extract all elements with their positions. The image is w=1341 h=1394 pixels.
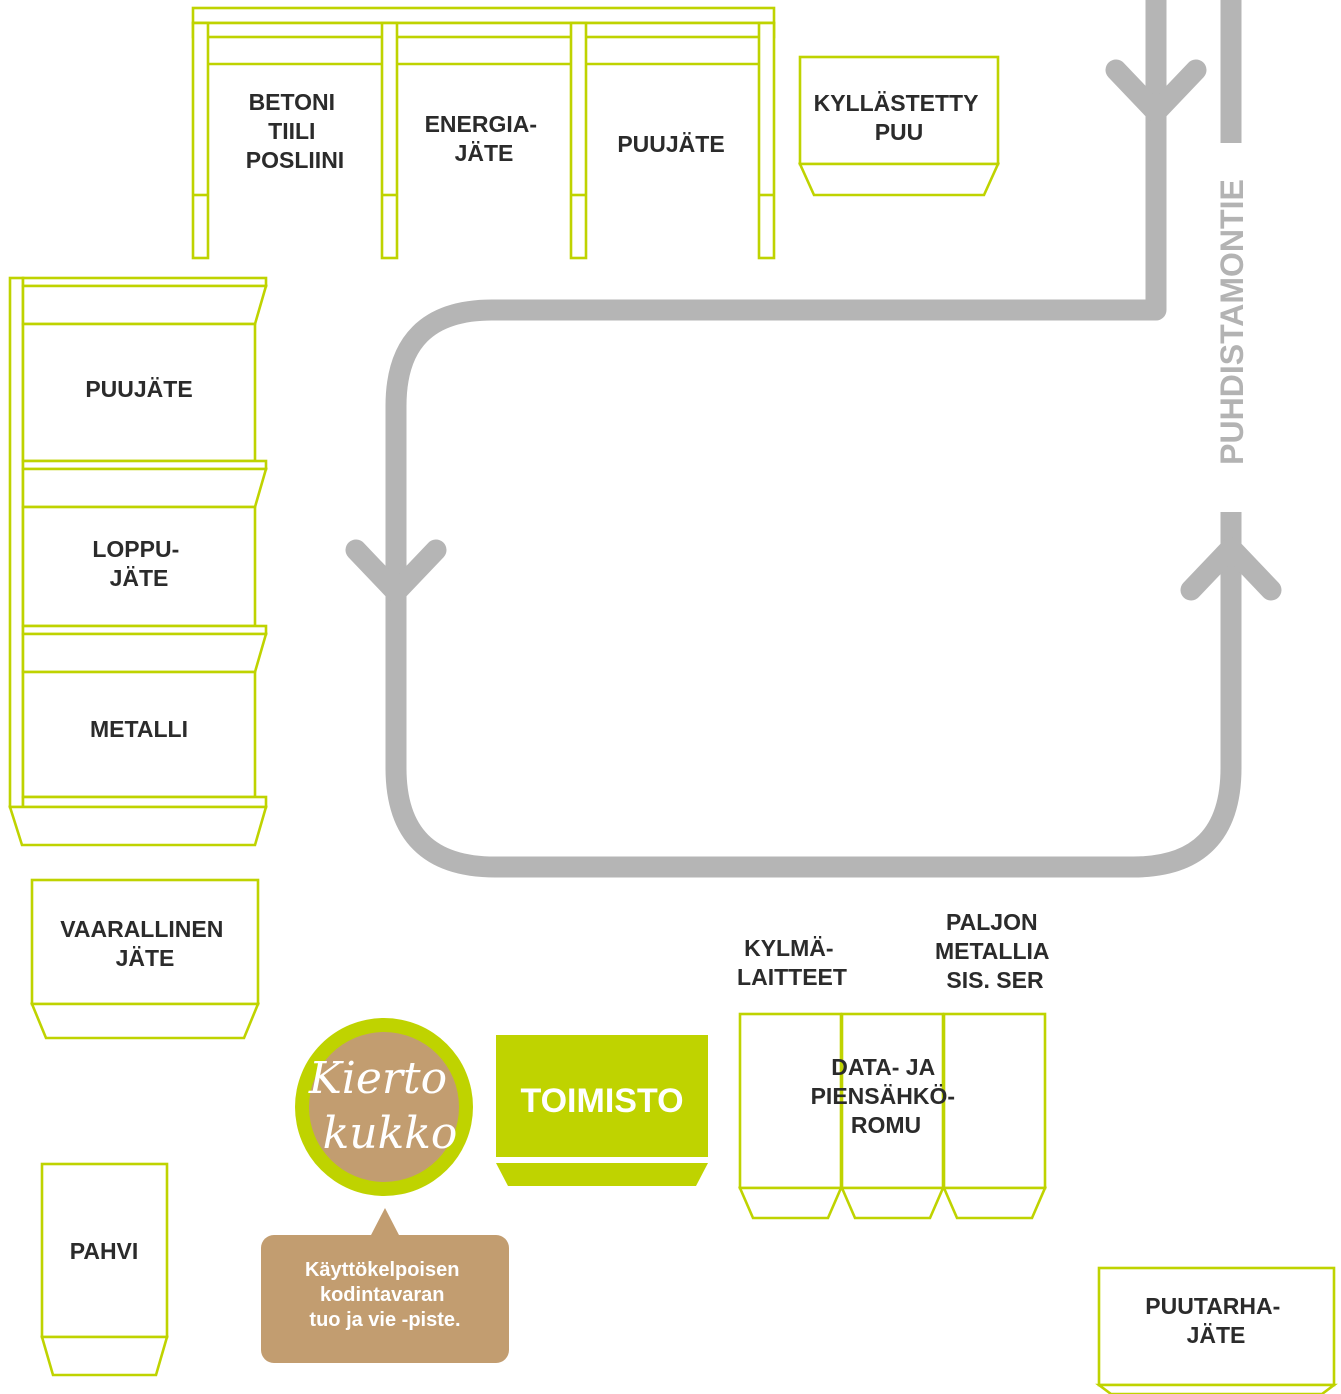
label-kyllastetty-puu: KYLLÄSTETTY PUU: [814, 90, 985, 145]
container-kyllastetty-puu: [797, 55, 1001, 197]
road-loop: [385, 0, 1242, 878]
road: PUHDISTAMONTIE: [345, 0, 1282, 878]
label-paljon-metallia: PALJON METALLIA SIS. SER: [935, 909, 1055, 993]
label-puujate-left: PUUJÄTE: [85, 376, 192, 402]
office-building: TOIMISTO: [496, 1035, 708, 1186]
label-vaarallinen-jate: VAARALLINEN JÄTE: [60, 916, 230, 971]
road-name-label: PUHDISTAMONTIE: [1214, 179, 1250, 465]
arrow-up-right-icon: [1180, 537, 1282, 601]
arrow-down-left-icon: [345, 539, 447, 603]
label-kylmalaitteet: KYLMÄ- LAITTEET: [737, 935, 847, 990]
left-shelter: [8, 276, 268, 847]
top-shelter: [191, 6, 776, 260]
label-metalli: METALLI: [90, 716, 188, 742]
label-data-piensahkoromu: DATA- JA PIENSÄHKÖ- ROMU: [811, 1054, 962, 1138]
label-puujate-top: PUUJÄTE: [617, 131, 724, 157]
logo-text-line2: kukko: [323, 1108, 458, 1159]
container-pahvi: [40, 1162, 169, 1377]
container-puutarhajate: [1095, 1266, 1338, 1394]
label-pahvi: PAHVI: [70, 1238, 139, 1264]
label-betoni: BETONI TIILI POSLIINI: [246, 89, 344, 173]
container-vaarallinen-jate: [30, 878, 260, 1040]
bubble-text: Käyttökelpoisen kodintavaran tuo ja vie …: [305, 1259, 465, 1331]
info-bubble: Käyttökelpoisen kodintavaran tuo ja vie …: [261, 1208, 509, 1363]
logo-text-line1: Kierto: [308, 1053, 447, 1104]
label-loppujate: LOPPU- JÄTE: [92, 536, 185, 591]
office-label: TOIMISTO: [520, 1082, 683, 1120]
kiertokukko-logo: Kierto kukko: [295, 1018, 473, 1196]
label-puutarhajate: PUUTARHA- JÄTE: [1145, 1293, 1286, 1348]
label-energiajate: ENERGIA- JÄTE: [425, 111, 544, 166]
arrow-down-top-icon: [1105, 59, 1207, 123]
container-group-electronics: [738, 1012, 1047, 1220]
